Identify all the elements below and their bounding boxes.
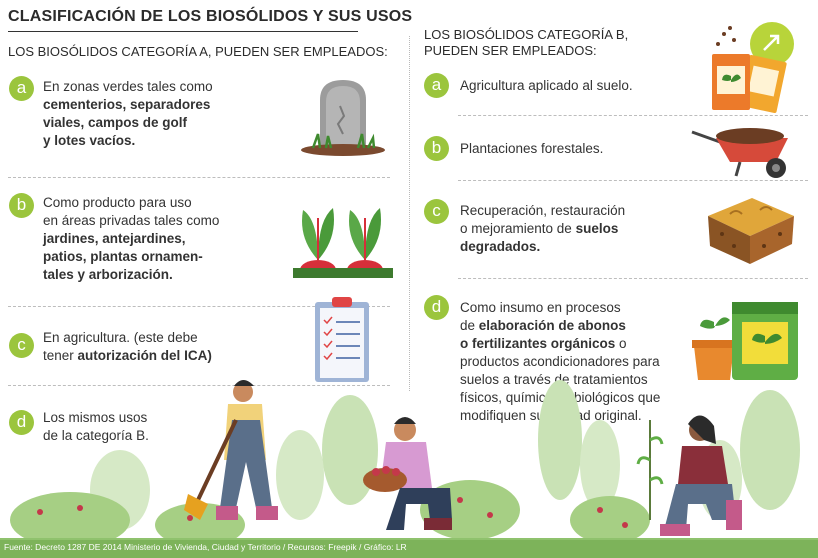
separator bbox=[8, 177, 390, 178]
separator bbox=[8, 385, 390, 386]
cat-b-item-b-text: Plantaciones forestales. bbox=[460, 141, 604, 156]
badge-d-left: d bbox=[9, 410, 34, 435]
garden-scene-illustration bbox=[0, 380, 818, 558]
title-rule bbox=[8, 31, 358, 32]
separator bbox=[458, 115, 808, 116]
badge-b-left: b bbox=[9, 193, 34, 218]
cat-b-item-a-text: Agricultura aplicado al suelo. bbox=[460, 78, 633, 93]
badge-d-right: d bbox=[424, 295, 449, 320]
beet-plants-icon bbox=[293, 208, 393, 278]
badge-a-right: a bbox=[424, 73, 449, 98]
category-a-heading: LOS BIOSÓLIDOS CATEGORÍA A, PUEDEN SER E… bbox=[8, 44, 388, 59]
cat-a-item-d-text: Los mismos usos de la categoría B. bbox=[43, 410, 149, 443]
column-divider bbox=[409, 36, 410, 391]
badge-a-left: a bbox=[9, 76, 34, 101]
seed-packets-icon bbox=[712, 22, 794, 114]
tombstone-icon bbox=[301, 80, 385, 156]
cat-a-item-c-text: En agricultura. (este debe tener autoriz… bbox=[43, 330, 212, 363]
fertilizer-bag-icon bbox=[692, 302, 798, 380]
cat-a-item-b-text: Como producto para uso en áreas privadas… bbox=[43, 195, 220, 282]
source-footer: Fuente: Decreto 1287 DE 2014 Ministerio … bbox=[4, 542, 407, 552]
cat-a-item-a-text: En zonas verdes tales como cementerios, … bbox=[43, 79, 213, 148]
cat-b-item-d-text: Como insumo en procesos de elaboración d… bbox=[460, 300, 661, 423]
separator bbox=[8, 306, 390, 307]
badge-c-left: c bbox=[9, 333, 34, 358]
badge-c-right: c bbox=[424, 199, 449, 224]
soil-block-icon bbox=[708, 198, 794, 264]
separator bbox=[458, 180, 808, 181]
badge-b-right: b bbox=[424, 136, 449, 161]
wheelbarrow-icon bbox=[691, 128, 788, 178]
separator bbox=[458, 278, 808, 279]
page-title: CLASIFICACIÓN DE LOS BIOSÓLIDOS Y SUS US… bbox=[8, 8, 413, 25]
category-b-heading: LOS BIOSÓLIDOS CATEGORÍA B, PUEDEN SER E… bbox=[424, 27, 629, 58]
cat-b-item-c-text: Recuperación, restauración o mejoramient… bbox=[460, 203, 626, 254]
clipboard-checklist-icon bbox=[315, 297, 369, 382]
